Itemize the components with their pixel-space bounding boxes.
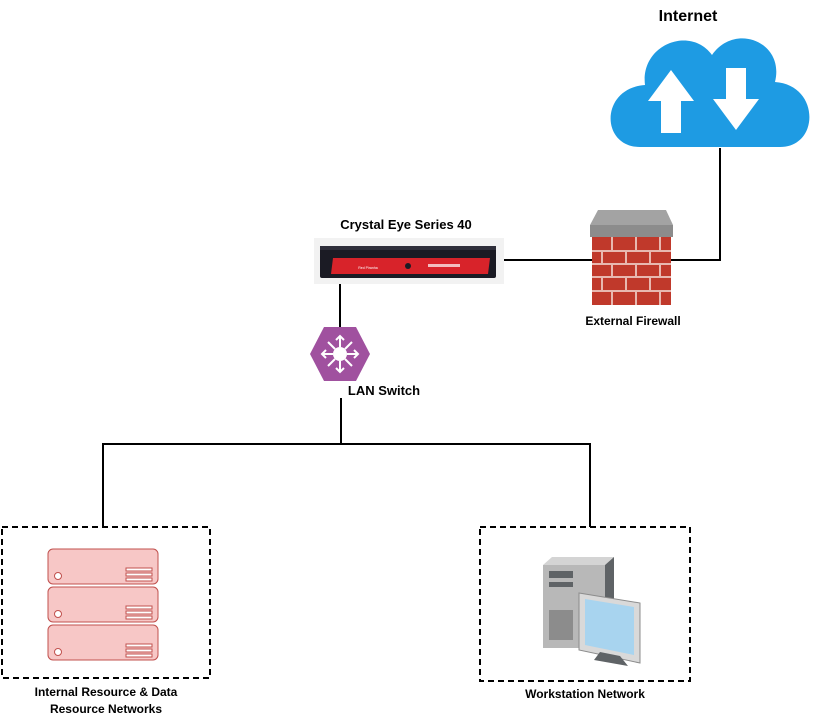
servers-node: Internal Resource & Data Resource Networ… (1, 526, 211, 716)
servers-label-line2: Resource Networks (50, 702, 162, 716)
appliance-port-strip (428, 264, 460, 267)
appliance-label: Crystal Eye Series 40 (340, 217, 472, 232)
firewall-node: External Firewall (585, 210, 681, 328)
download-arrow-icon (713, 68, 759, 130)
server-led-2 (54, 610, 62, 618)
firewall-top (590, 210, 673, 225)
rack-appliance-icon: Red Piranha (314, 238, 504, 284)
server-led-1 (54, 572, 62, 580)
brick-mortar (592, 237, 671, 305)
internet-node: Internet (610, 8, 810, 147)
server-led-3 (54, 648, 62, 656)
servers-label-line1: Internal Resource & Data (35, 685, 178, 699)
workstation-node: Workstation Network (479, 526, 691, 701)
firewall-label: External Firewall (585, 314, 680, 328)
tower-drive-bay-1 (549, 571, 573, 578)
appliance-top-edge (320, 246, 496, 250)
monitor-stand (594, 652, 628, 666)
servers-group-boundary (1, 526, 211, 679)
tower-drive-bay-2 (549, 582, 573, 587)
workstation-label: Workstation Network (525, 687, 645, 701)
monitor-screen (585, 599, 634, 655)
switch-label: LAN Switch (348, 383, 420, 398)
tower-top (543, 557, 614, 565)
internet-label: Internet (659, 8, 718, 25)
server-stack-icon (47, 548, 159, 661)
appliance-faceplate-text: Red Piranha (358, 266, 378, 270)
network-switch-icon (310, 327, 370, 381)
cloud-shape (610, 38, 810, 147)
server-vents (125, 567, 153, 658)
appliance-node: Crystal Eye Series 40 Red Piranha (314, 217, 504, 284)
desktop-computer-icon (543, 557, 641, 666)
cloud-upload-download-icon (610, 38, 810, 147)
firewall-wall (592, 237, 671, 305)
connectors (102, 148, 721, 527)
firewall-top-face (590, 225, 673, 237)
tower-base (549, 610, 573, 640)
connector-firewall-internet (665, 148, 721, 261)
switch-node: LAN Switch (310, 327, 420, 398)
workstation-group-boundary (479, 526, 691, 682)
connector-bus (102, 443, 591, 527)
switch-arrows (320, 334, 360, 374)
switch-center (333, 347, 347, 361)
brick-firewall-icon (590, 210, 673, 305)
upload-arrow-icon (648, 70, 694, 133)
power-button-icon (405, 263, 411, 269)
